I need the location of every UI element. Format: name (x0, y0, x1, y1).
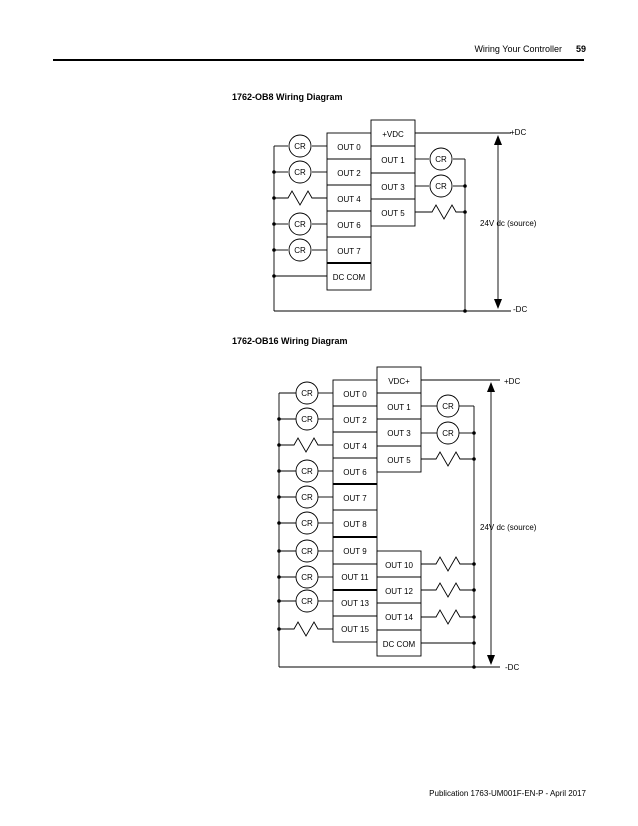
diagram1-cr-label: CR (294, 220, 306, 229)
page-header: Wiring Your Controller 59 (474, 44, 586, 54)
diagram1-plus-dc-label: +DC (510, 128, 526, 137)
diagram2-resistor (279, 621, 333, 637)
diagram2-terminal-out13: OUT 13 (341, 599, 369, 608)
page-number: 59 (575, 44, 586, 54)
diagram2-terminal-out8: OUT 8 (343, 520, 367, 529)
diagram1-minus-dc-label: -DC (513, 305, 527, 314)
diagram2-right-bottom-block (376, 550, 422, 657)
diagram1-resistor (415, 204, 465, 220)
diagram1-terminal-out7: OUT 7 (337, 247, 361, 256)
diagram1-terminal-out3: OUT 3 (381, 183, 405, 192)
diagram1-terminal-out4: OUT 4 (337, 195, 361, 204)
diagram2-terminal-out9: OUT 9 (343, 547, 367, 556)
diagram2-terminal-out4: OUT 4 (343, 442, 367, 451)
diagram2-plus-dc-label: +DC (504, 377, 520, 386)
diagram2-terminal-out0: OUT 0 (343, 390, 367, 399)
diagram2-cr-label: CR (301, 573, 313, 582)
diagram2-resistor (421, 451, 474, 467)
diagram2-supply-label: 24V dc (source) (480, 523, 537, 532)
diagram1-terminal-vdc: +VDC (382, 130, 404, 139)
diagram2-terminal-vdc: VDC+ (388, 377, 410, 386)
diagram2-resistor (421, 556, 474, 572)
diagram1-cr-label: CR (435, 182, 447, 191)
diagram2-cr-label: CR (301, 467, 313, 476)
diagram1-terminal-out5: OUT 5 (381, 209, 405, 218)
diagram2-cr-label: CR (301, 547, 313, 556)
diagram2-cr-label: CR (301, 493, 313, 502)
diagram1-resistor (274, 190, 327, 206)
publication-footer: Publication 1763-UM001F-EN-P - April 201… (429, 789, 586, 798)
diagram2-resistor (279, 437, 333, 453)
diagram2-terminal-dccom: DC COM (383, 640, 416, 649)
diagram1: OUT 0 OUT 2 OUT 4 OUT 6 OUT 7 DC COM +VD… (272, 119, 537, 314)
diagram2-terminal-out1: OUT 1 (387, 403, 411, 412)
diagram1-terminal-out2: OUT 2 (337, 169, 361, 178)
diagram2-terminal-out2: OUT 2 (343, 416, 367, 425)
diagram2-terminal-out5: OUT 5 (387, 456, 411, 465)
diagram2: OUT 0 OUT 2 OUT 4 OUT 6 OUT 7 OUT 8 OUT … (277, 366, 537, 672)
diagram2-cr-label: CR (301, 415, 313, 424)
section-title: Wiring Your Controller (474, 44, 562, 54)
diagram2-terminal-out12: OUT 12 (385, 587, 413, 596)
diagram2-cr-label: CR (301, 389, 313, 398)
diagram2-terminal-out3: OUT 3 (387, 429, 411, 438)
diagram1-terminal-dccom: DC COM (333, 273, 366, 282)
diagram1-cr-label: CR (294, 246, 306, 255)
diagram1-left-block (326, 132, 372, 291)
diagram2-left-block (332, 379, 378, 643)
diagram1-terminal-out1: OUT 1 (381, 156, 405, 165)
diagram1-terminal-out0: OUT 0 (337, 143, 361, 152)
diagram2-terminal-out7: OUT 7 (343, 494, 367, 503)
diagram2-terminal-out14: OUT 14 (385, 613, 413, 622)
diagram1-cr-label: CR (294, 168, 306, 177)
diagram2-terminal-out10: OUT 10 (385, 561, 413, 570)
diagram1-supply-label: 24V dc (source) (480, 219, 537, 228)
diagram2-right-top-block (376, 366, 422, 473)
diagram2-minus-dc-label: -DC (505, 663, 519, 672)
diagram2-title: 1762-OB16 Wiring Diagram (232, 336, 348, 346)
diagram2-resistor (421, 582, 474, 598)
diagram2-cr-label: CR (301, 597, 313, 606)
diagram2-terminal-out6: OUT 6 (343, 468, 367, 477)
diagram2-cr-label: CR (442, 402, 454, 411)
diagram2-terminal-out11: OUT 11 (341, 573, 369, 582)
diagram1-cr-label: CR (294, 142, 306, 151)
header-rule (53, 59, 584, 61)
diagram1-title: 1762-OB8 Wiring Diagram (232, 92, 343, 102)
diagram2-resistor (421, 609, 474, 625)
diagram1-terminal-out6: OUT 6 (337, 221, 361, 230)
diagram2-terminal-out15: OUT 15 (341, 625, 369, 634)
diagram2-cr-label: CR (442, 429, 454, 438)
diagram1-cr-label: CR (435, 155, 447, 164)
diagram2-cr-label: CR (301, 519, 313, 528)
